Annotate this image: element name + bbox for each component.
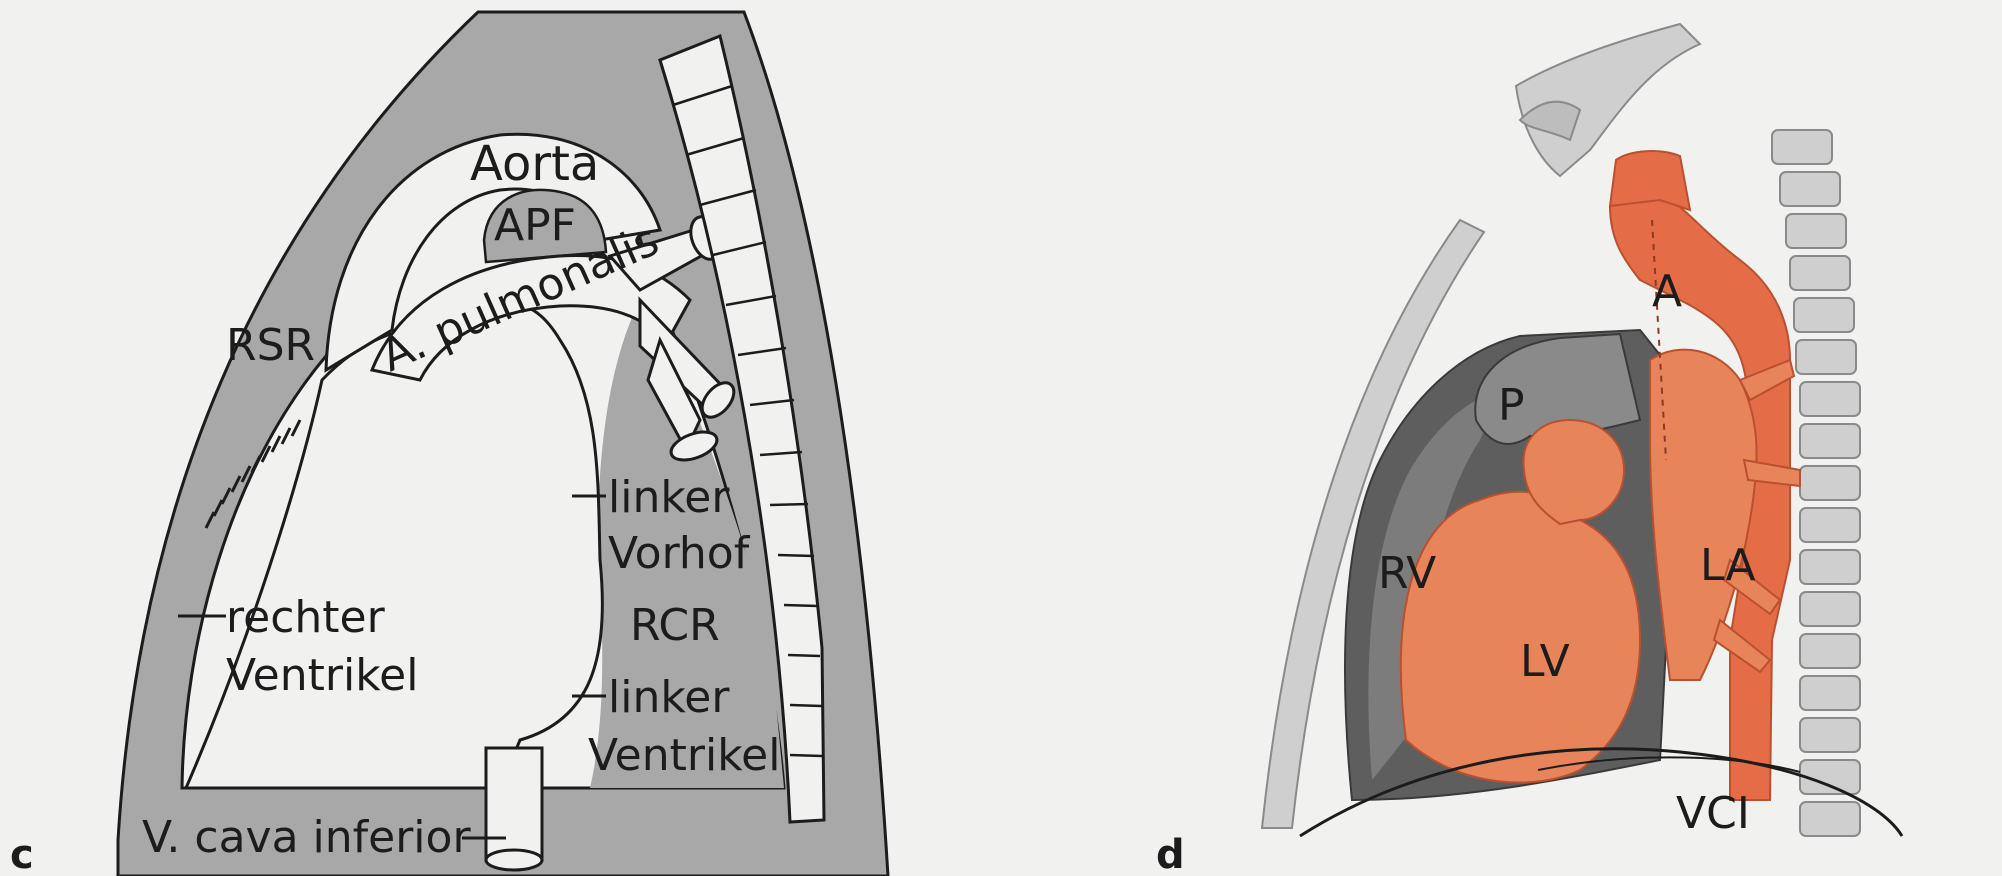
label-v-cava-inferior: V. cava inferior <box>142 812 471 863</box>
panel-d: A P RV LA LV VCI d <box>1156 24 1902 876</box>
label-la: LA <box>1700 540 1756 591</box>
panel-c: Aorta APF A. pulmonalis RSR linker Vorho… <box>10 12 888 876</box>
label-p: P <box>1498 380 1525 431</box>
ivc-tube <box>486 748 542 870</box>
label-linker-vorhof-1: linker <box>608 472 730 523</box>
label-linker-vorhof-2: Vorhof <box>608 528 751 579</box>
label-rechter-ventrikel-1: rechter <box>226 592 386 643</box>
label-lv: LV <box>1520 636 1570 687</box>
label-rsr: RSR <box>226 320 315 371</box>
label-linker-ventrikel-2: Ventrikel <box>588 730 780 781</box>
label-aorta: Aorta <box>470 136 599 192</box>
label-apf: APF <box>494 200 576 251</box>
panel-letter-d: d <box>1156 832 1185 876</box>
label-rechter-ventrikel-2: Ventrikel <box>226 650 418 701</box>
label-a: A <box>1652 266 1682 317</box>
label-rcr: RCR <box>630 600 720 651</box>
label-vci: VCI <box>1676 788 1750 839</box>
panel-letter-c: c <box>10 832 34 876</box>
supra-aortic-vessels <box>1610 151 1690 210</box>
label-rv: RV <box>1378 548 1436 599</box>
label-linker-ventrikel-1: linker <box>608 672 730 723</box>
